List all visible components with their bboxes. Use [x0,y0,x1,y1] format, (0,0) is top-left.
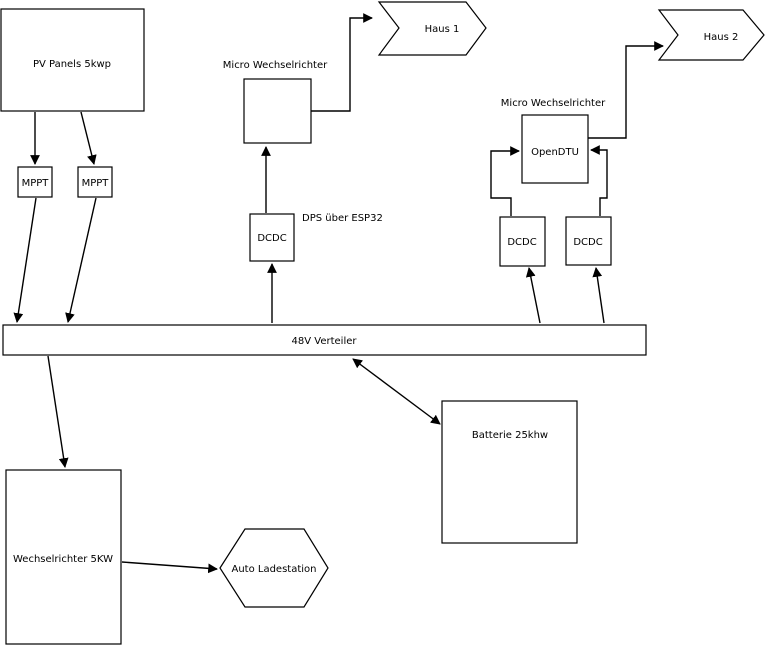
pv-panels-box [0,8,145,112]
arrow-pv-to-mppt-2 [80,111,97,165]
car-charger-label: Auto Ladestation [231,564,316,575]
dcdc-center-label: DCDC [257,233,286,244]
arrow-bus-to-dcdc-right-1 [525,267,541,324]
dcdc-right-label-2: DCDC [573,237,602,248]
main-inverter-box [5,469,122,645]
mppt-box-2 [77,166,113,198]
dps-note: DPS über ESP32 [302,213,383,224]
bus-bar [2,324,647,356]
arrow-bus-to-dcdc-right-2 [592,267,605,324]
micro-inverter-1-box [243,78,312,144]
micro-inverter-1-title: Micro Wechselrichter [223,60,328,71]
battery-label: Batterie 25khw [472,430,548,441]
car-charger-shape [219,528,329,608]
dcdc-right-box-1 [499,216,546,267]
dcdc-right-label-1: DCDC [507,237,536,248]
arrow-mppt-2-to-bus [65,197,97,323]
arrow-bus-to-main-inverter [47,355,69,468]
mppt-box-1 [17,166,53,198]
line-micro-inverter-1-to-house-1 [311,13,373,112]
bus-label: 48V Verteiler [292,336,358,347]
house-2-label: Haus 2 [704,32,739,43]
house-2-shape [657,9,765,61]
opendtu-box [521,114,589,184]
pv-panels-label: PV Panels 5kwp [33,59,111,70]
arrow-main-inverter-to-car-charger [121,561,218,574]
main-inverter-label: Wechselrichter 5KW [13,554,113,565]
line-dcdc-right-2-to-opendtu [590,145,608,216]
battery-box [441,400,578,544]
dcdc-right-box-2 [565,216,612,266]
dcdc-center-box [249,213,295,262]
mppt-label-1: MPPT [22,178,50,189]
micro-inverter-2-title: Micro Wechselrichter [501,98,606,109]
arrow-mppt-1-to-bus [13,197,37,323]
mppt-label-2: MPPT [82,178,110,189]
house-1-label: Haus 1 [425,24,460,35]
arrow-bus-battery-bidirectional [352,358,441,425]
line-opendtu-to-house-2 [588,41,664,139]
line-dcdc-right-1-to-opendtu [490,146,520,216]
opendtu-label: OpenDTU [531,147,579,158]
house-1-shape [377,1,487,56]
